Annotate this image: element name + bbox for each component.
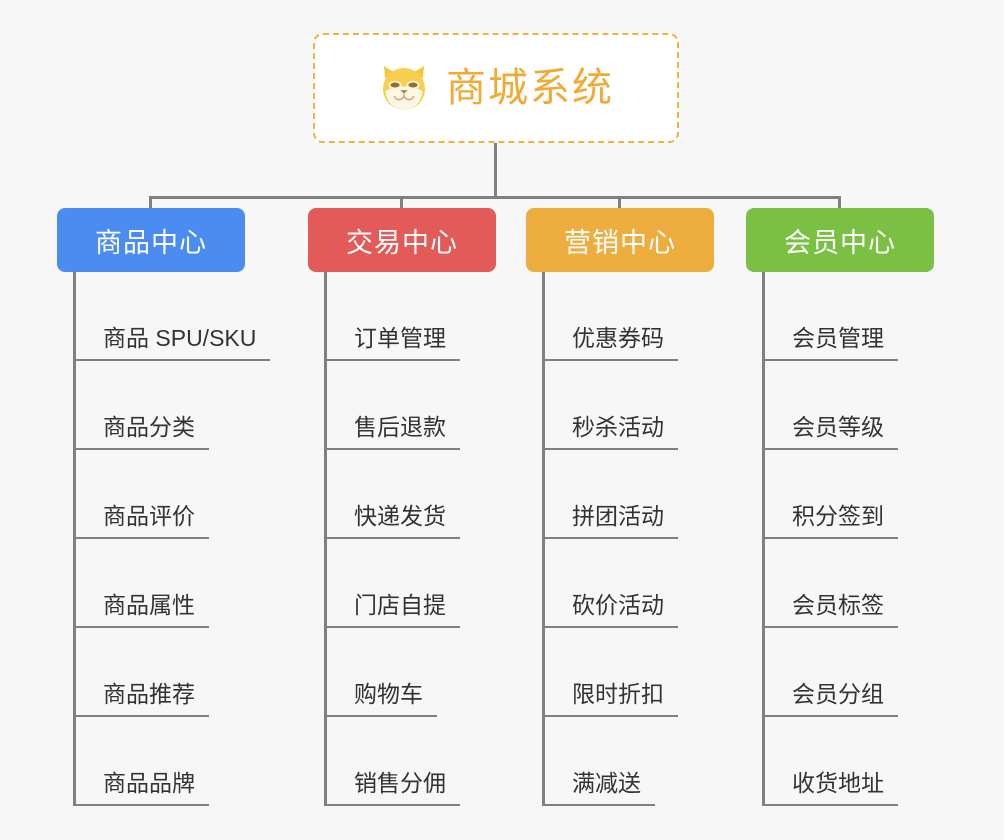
leaf-label: 订单管理 — [354, 325, 446, 352]
leaf-item[interactable]: 会员分组 — [762, 628, 950, 717]
connector-drop-2 — [400, 196, 403, 210]
leaf-label: 商品评价 — [103, 503, 195, 530]
leaf-item[interactable]: 商品品牌 — [73, 717, 261, 806]
leaf-item[interactable]: 砍价活动 — [542, 539, 730, 628]
leaf-item[interactable]: 收货地址 — [762, 717, 950, 806]
branch-header-label: 商品中心 — [95, 227, 207, 258]
leaf-label: 会员分组 — [792, 681, 884, 708]
leaf-item[interactable]: 满减送 — [542, 717, 730, 806]
leaf-item[interactable]: 拼团活动 — [542, 450, 730, 539]
leaf-item[interactable]: 售后退款 — [324, 361, 512, 450]
leaf-label: 快递发货 — [354, 503, 446, 530]
leaf-item[interactable]: 订单管理 — [324, 272, 512, 361]
leaf-item[interactable]: 积分签到 — [762, 450, 950, 539]
branch-header-1[interactable]: 商品中心 — [57, 208, 245, 272]
branch-column-3: 营销中心 优惠券码 秒杀活动 拼团活动 砍价活动 限时折扣 满减送 — [526, 208, 714, 806]
leaf-label: 销售分佣 — [354, 770, 446, 797]
leaf-label: 商品品牌 — [103, 770, 195, 797]
leaf-item[interactable]: 会员标签 — [762, 539, 950, 628]
branch-header-label: 营销中心 — [564, 227, 676, 258]
leaf-label: 砍价活动 — [572, 592, 664, 619]
leaf-label: 会员管理 — [792, 325, 884, 352]
branch-spine-3 — [542, 272, 545, 806]
branch-header-label: 会员中心 — [784, 227, 896, 258]
leaf-list-1: 商品 SPU/SKU 商品分类 商品评价 商品属性 商品推荐 商品品牌 — [73, 272, 271, 806]
branch-column-4: 会员中心 会员管理 会员等级 积分签到 会员标签 会员分组 收货地址 — [746, 208, 934, 806]
branch-header-4[interactable]: 会员中心 — [746, 208, 934, 272]
leaf-label: 积分签到 — [792, 503, 884, 530]
leaf-label: 商品分类 — [103, 414, 195, 441]
leaf-item[interactable]: 销售分佣 — [324, 717, 512, 806]
leaf-list-3: 优惠券码 秒杀活动 拼团活动 砍价活动 限时折扣 满减送 — [542, 272, 730, 806]
connector-bus — [149, 196, 841, 199]
leaf-label: 收货地址 — [792, 770, 884, 797]
connector-root-stem — [494, 143, 497, 198]
leaf-item[interactable]: 商品评价 — [73, 450, 261, 539]
leaf-list-4: 会员管理 会员等级 积分签到 会员标签 会员分组 收货地址 — [762, 272, 950, 806]
branch-header-3[interactable]: 营销中心 — [526, 208, 714, 272]
branch-spine-2 — [324, 272, 327, 806]
leaf-item[interactable]: 会员等级 — [762, 361, 950, 450]
leaf-label: 购物车 — [354, 681, 423, 708]
leaf-item[interactable]: 优惠券码 — [542, 272, 730, 361]
connector-drop-3 — [618, 196, 621, 210]
leaf-item[interactable]: 商品属性 — [73, 539, 261, 628]
branch-column-1: 商品中心 商品 SPU/SKU 商品分类 商品评价 商品属性 商品推荐 商品品牌 — [57, 208, 271, 806]
leaf-item[interactable]: 购物车 — [324, 628, 512, 717]
leaf-label: 会员等级 — [792, 414, 884, 441]
leaf-item[interactable]: 商品 SPU/SKU — [73, 272, 271, 361]
leaf-item[interactable]: 快递发货 — [324, 450, 512, 539]
branch-spine-4 — [762, 272, 765, 806]
root-node[interactable]: 商城系统 — [313, 33, 679, 143]
leaf-item[interactable]: 门店自提 — [324, 539, 512, 628]
leaf-item[interactable]: 秒杀活动 — [542, 361, 730, 450]
leaf-item[interactable]: 商品分类 — [73, 361, 261, 450]
branch-header-label: 交易中心 — [346, 227, 458, 258]
leaf-label: 优惠券码 — [572, 325, 664, 352]
leaf-label: 门店自提 — [354, 592, 446, 619]
leaf-label: 拼团活动 — [572, 503, 664, 530]
leaf-label: 商品推荐 — [103, 681, 195, 708]
root-title: 商城系统 — [446, 66, 614, 110]
leaf-label: 会员标签 — [792, 592, 884, 619]
leaf-label: 售后退款 — [354, 414, 446, 441]
leaf-label: 限时折扣 — [572, 681, 664, 708]
leaf-label: 秒杀活动 — [572, 414, 664, 441]
leaf-list-2: 订单管理 售后退款 快递发货 门店自提 购物车 销售分佣 — [324, 272, 512, 806]
leaf-item[interactable]: 会员管理 — [762, 272, 950, 361]
leaf-label: 商品属性 — [103, 592, 195, 619]
shiba-dog-icon — [383, 66, 425, 110]
branch-spine-1 — [73, 272, 76, 806]
connector-drop-1 — [149, 196, 152, 210]
branch-header-2[interactable]: 交易中心 — [308, 208, 496, 272]
leaf-label: 商品 SPU/SKU — [103, 325, 257, 352]
leaf-item[interactable]: 限时折扣 — [542, 628, 730, 717]
connector-drop-4 — [838, 196, 841, 210]
leaf-label: 满减送 — [572, 770, 641, 797]
leaf-item[interactable]: 商品推荐 — [73, 628, 261, 717]
branch-column-2: 交易中心 订单管理 售后退款 快递发货 门店自提 购物车 销售分佣 — [308, 208, 496, 806]
